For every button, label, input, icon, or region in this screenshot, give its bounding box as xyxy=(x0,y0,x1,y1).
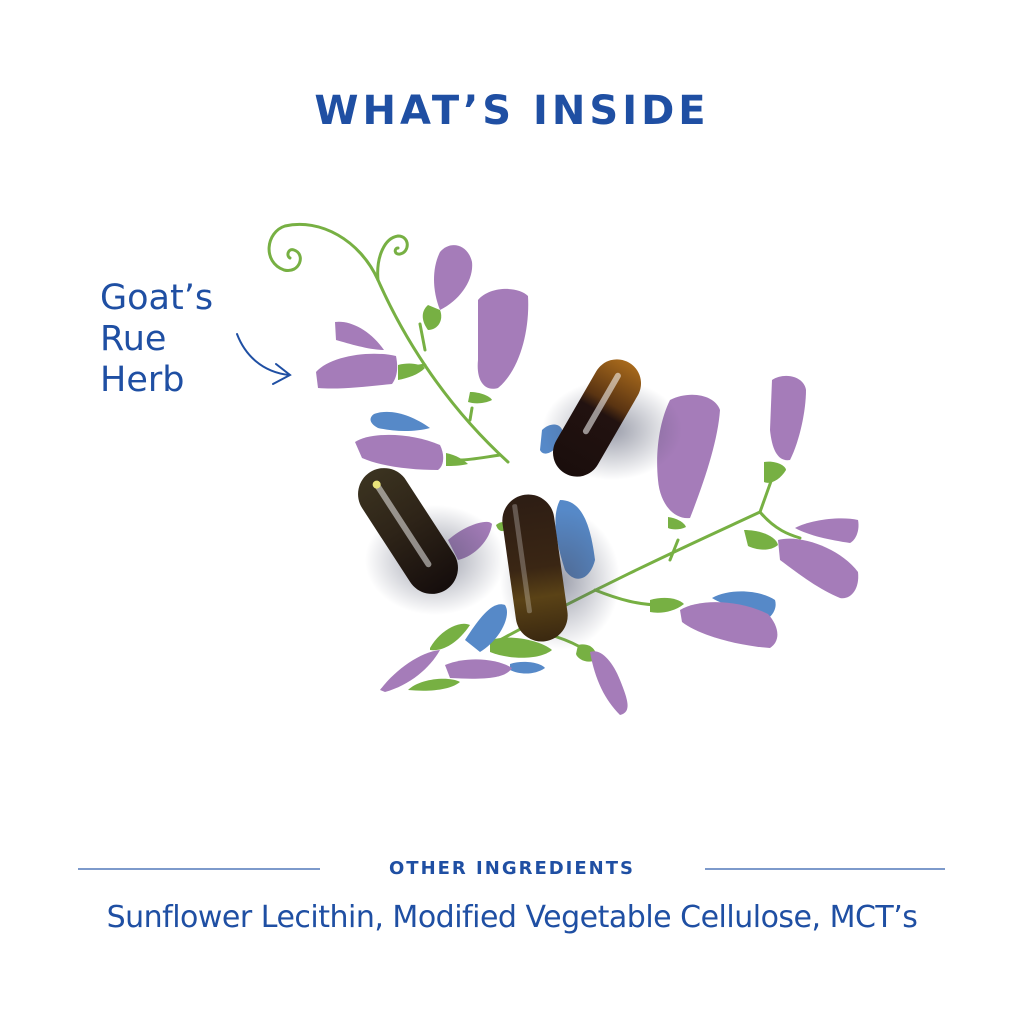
ingredient-label-line-2: Rue xyxy=(100,319,167,359)
other-ingredients-title: OTHER INGREDIENTS xyxy=(388,858,635,879)
page-title: WHAT’S INSIDE xyxy=(314,88,710,134)
divider-right xyxy=(705,868,945,870)
ingredient-label-line-1: Goat’s xyxy=(100,278,214,318)
other-ingredients-list: Sunflower Lecithin, Modified Vegetable C… xyxy=(106,900,918,935)
divider-left xyxy=(78,868,320,870)
ingredient-label: Goat’s Rue Herb xyxy=(100,278,213,401)
arrow-icon xyxy=(236,333,292,385)
ingredient-label-line-3: Herb xyxy=(100,360,185,400)
capsules xyxy=(358,359,682,650)
